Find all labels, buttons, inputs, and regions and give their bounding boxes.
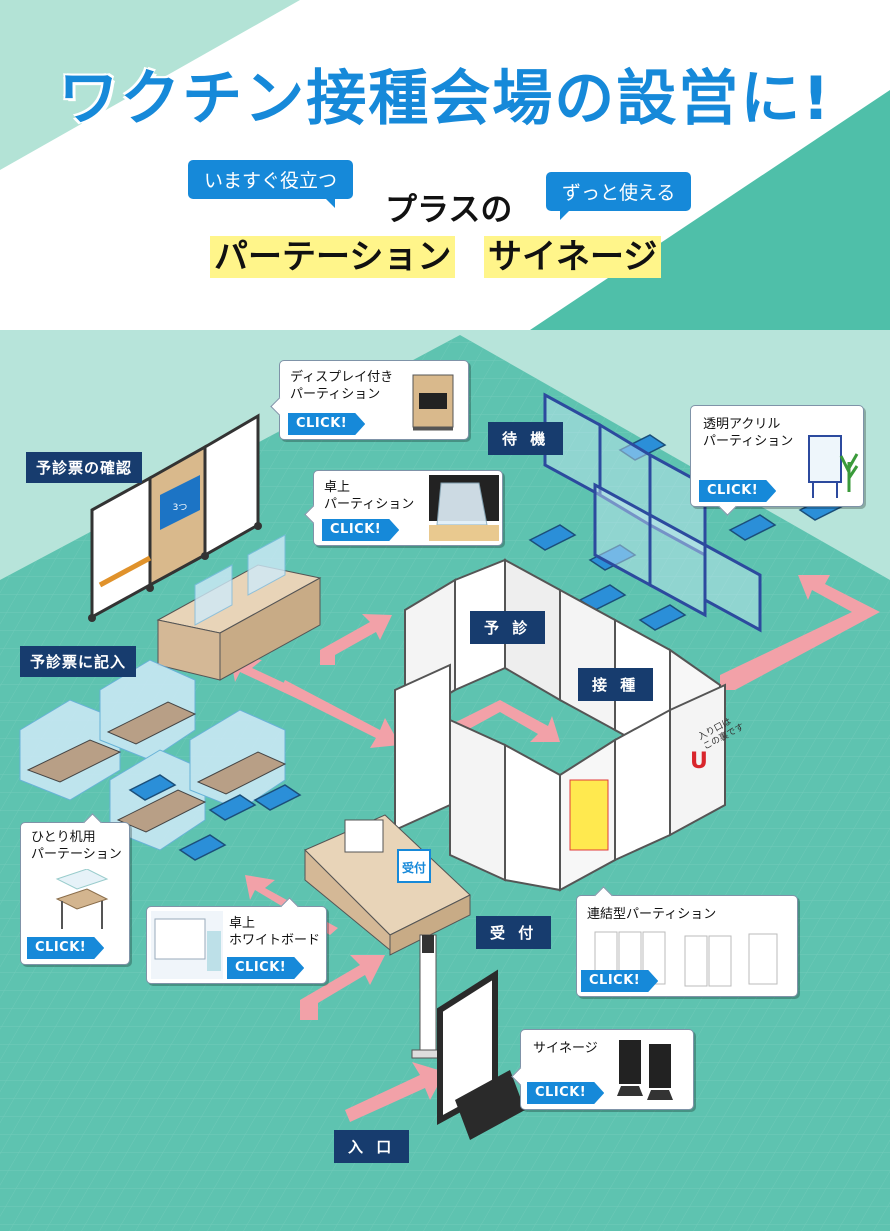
chair — [728, 514, 777, 541]
highlight-partition: パーテーション — [210, 236, 456, 278]
chair — [208, 794, 257, 821]
chair — [618, 434, 667, 461]
flow-arrow — [280, 680, 400, 748]
whiteboard-partition — [88, 413, 262, 622]
single-desk-thumbnail — [55, 869, 109, 929]
reception-sign-text: 受付 — [402, 860, 426, 875]
product-card-desk-partition[interactable]: 卓上 パーティション CLICK! — [313, 470, 503, 546]
product-label: ひとり机用 パーテーション — [31, 830, 122, 862]
zone-label-fill-in: 予診票に記入 — [20, 646, 137, 677]
desktop-whiteboard-thumbnail — [151, 911, 223, 979]
page-title: ワクチン接種会場の設営に! — [58, 64, 832, 134]
connected-partitions — [394, 558, 726, 892]
product-card-display-partition[interactable]: ディスプレイ付き パーティション CLICK! — [279, 360, 469, 440]
flow-arrow — [345, 1062, 445, 1122]
click-button[interactable]: CLICK! — [227, 957, 304, 979]
signage-easel — [437, 969, 525, 1140]
poster — [569, 779, 609, 851]
product-label: 卓上 パーティション — [324, 480, 415, 512]
zone-label-waiting: 待 機 — [488, 422, 564, 455]
zone-label-reception: 受 付 — [476, 916, 552, 949]
product-label: サイネージ — [533, 1041, 598, 1056]
reception-counter — [304, 814, 471, 956]
desks — [26, 701, 287, 833]
product-card-signage[interactable]: サイネージ CLICK! — [520, 1029, 694, 1110]
highlight-signage: サイネージ — [484, 236, 662, 278]
chair — [128, 774, 177, 801]
thermometer-stand — [411, 934, 453, 1059]
display-partition-thumbnail — [412, 374, 454, 431]
zone-label-interview: 予 診 — [470, 611, 546, 644]
tagline-left: いますぐ役立つ — [188, 160, 354, 208]
product-label: 透明アクリル パーティション — [703, 417, 794, 449]
product-card-single-desk-partition[interactable]: ひとり机用 パーテーション CLICK! — [20, 822, 130, 965]
corner-decoration — [0, 0, 300, 170]
flow-arrow — [720, 575, 880, 690]
chair — [178, 834, 227, 861]
chair — [588, 544, 637, 571]
click-button[interactable]: CLICK! — [699, 480, 776, 502]
product-card-acrylic-partition[interactable]: 透明アクリル パーティション CLICK! — [690, 405, 864, 507]
click-button[interactable]: CLICK! — [27, 937, 104, 959]
confirmation-desk — [156, 534, 322, 681]
chair — [638, 604, 687, 631]
click-button[interactable]: CLICK! — [288, 413, 365, 435]
acrylic-partition-thumbnail — [808, 435, 859, 498]
display-sign-text: 3つ — [173, 503, 188, 513]
desktop-whiteboard — [344, 819, 384, 853]
reception-sign — [397, 849, 431, 883]
acrylic-partitions — [543, 392, 762, 633]
signage-thumbnail — [617, 1040, 673, 1100]
chairs — [128, 434, 847, 861]
desk-partition-thumbnail — [429, 475, 499, 541]
product-card-desktop-whiteboard[interactable]: 卓上 ホワイトボード CLICK! — [146, 906, 327, 984]
click-button[interactable]: CLICK! — [322, 519, 399, 541]
flow-arrow — [320, 614, 392, 665]
tagline-right: ずっと使える — [546, 172, 692, 220]
product-label: ディスプレイ付き パーティション — [290, 370, 394, 402]
subtitle: プラスの — [385, 190, 513, 228]
zone-label-vaccination: 接 種 — [578, 668, 654, 701]
display-screen — [160, 475, 200, 530]
zone-label-entrance: 入 口 — [334, 1130, 410, 1163]
u-turn-icon: U — [690, 749, 708, 774]
click-button[interactable]: CLICK! — [581, 970, 658, 992]
chair — [253, 784, 302, 811]
flow-arrow — [450, 700, 560, 742]
chair — [528, 524, 577, 551]
click-button[interactable]: CLICK! — [527, 1082, 604, 1104]
flow-arrow — [300, 955, 385, 1020]
zone-label-confirm: 予診票の確認 — [26, 452, 143, 483]
product-card-connected-partition[interactable]: 連結型パーティション CLICK! — [576, 895, 798, 997]
product-label: 連結型パーティション — [587, 907, 717, 922]
product-label: 卓上 ホワイトボード — [229, 916, 321, 948]
